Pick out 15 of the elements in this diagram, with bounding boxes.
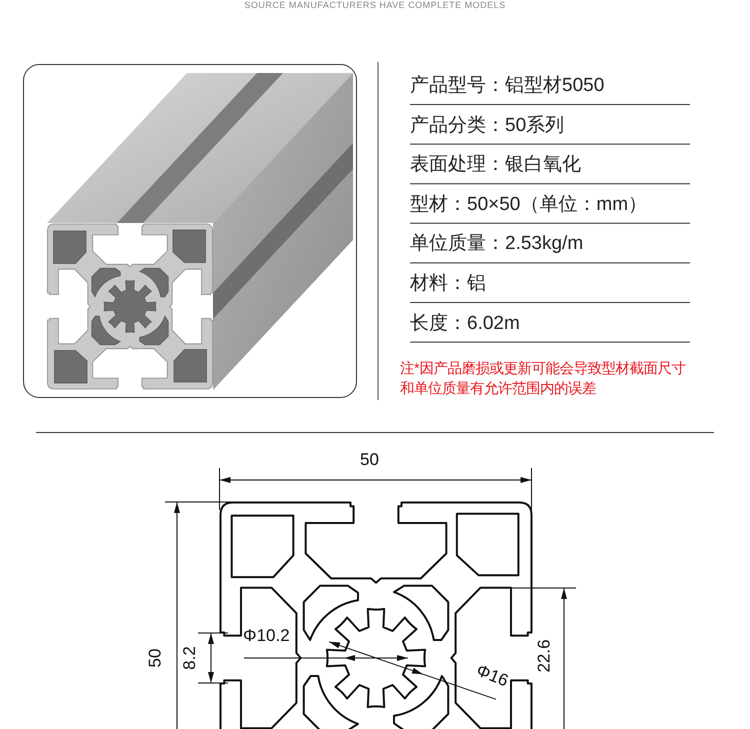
note-text: 注*因产品磨损或更新可能会导致型材截面尺寸和单位质量有允许范围内的误差 — [400, 360, 687, 399]
spec-text: 单位质量：2.53kg/m — [410, 232, 584, 256]
spec-text: 材料：铝 — [410, 272, 486, 296]
dimension-label: 50 — [360, 450, 379, 470]
dimension-label: Φ16 — [473, 660, 512, 692]
dimension-label: Φ10.2 — [243, 626, 290, 646]
header-text: SOURCE MANUFACTURERS HAVE COMPLETE MODELS — [243, 0, 507, 10]
spec-text: 表面处理：银白氧化 — [410, 153, 581, 178]
spec-text: 产品分类：50系列 — [410, 114, 564, 138]
spec-text: 型材：50×50（单位：mm） — [410, 192, 648, 217]
spec-text: 产品型号：铝型材5050 — [410, 74, 604, 98]
spec-text: 长度：6.02m — [410, 312, 520, 336]
dimension-label: 22.6 — [534, 639, 555, 673]
dimension-label: 50 — [145, 648, 166, 668]
dimension-label: 8.2 — [180, 646, 200, 670]
